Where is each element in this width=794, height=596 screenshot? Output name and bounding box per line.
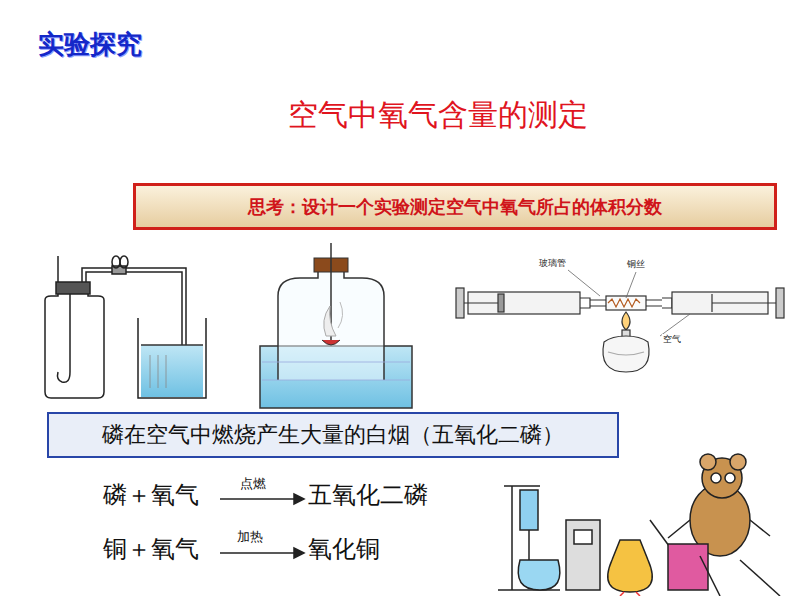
section-heading: 实验探究 (38, 30, 142, 60)
reaction-condition: 点燃 (240, 477, 266, 492)
slide-title: 空气中氧气含量的测定 (288, 98, 588, 133)
part-label: 铜丝 (626, 259, 646, 269)
reaction-condition: 加热 (237, 530, 263, 545)
bottle-apparatus (45, 256, 206, 398)
syringe-apparatus (456, 270, 784, 372)
note-box: 磷在空气中燃烧产生大量的白烟（五氧化二磷） (47, 412, 619, 458)
box-text: 思考：设计一个实验测定空气中氧气所占的体积分数 (248, 195, 662, 219)
reaction-arrows (220, 494, 304, 558)
think-box: 思考：设计一个实验测定空气中氧气所占的体积分数 (133, 183, 777, 230)
equation-product: 氧化铜 (308, 536, 380, 564)
equation-reactants: 磷＋氧气 (103, 482, 199, 510)
equation-reactants: 铜＋氧气 (103, 536, 199, 564)
bell-jar-apparatus (260, 243, 412, 408)
box-text: 磷在空气中燃烧产生大量的白烟（五氧化二磷） (102, 420, 564, 450)
part-label: 空气 (662, 334, 682, 344)
lab-cartoon (498, 454, 780, 596)
equation-product: 五氧化二磷 (308, 482, 428, 510)
part-label: 玻璃管 (538, 258, 567, 268)
